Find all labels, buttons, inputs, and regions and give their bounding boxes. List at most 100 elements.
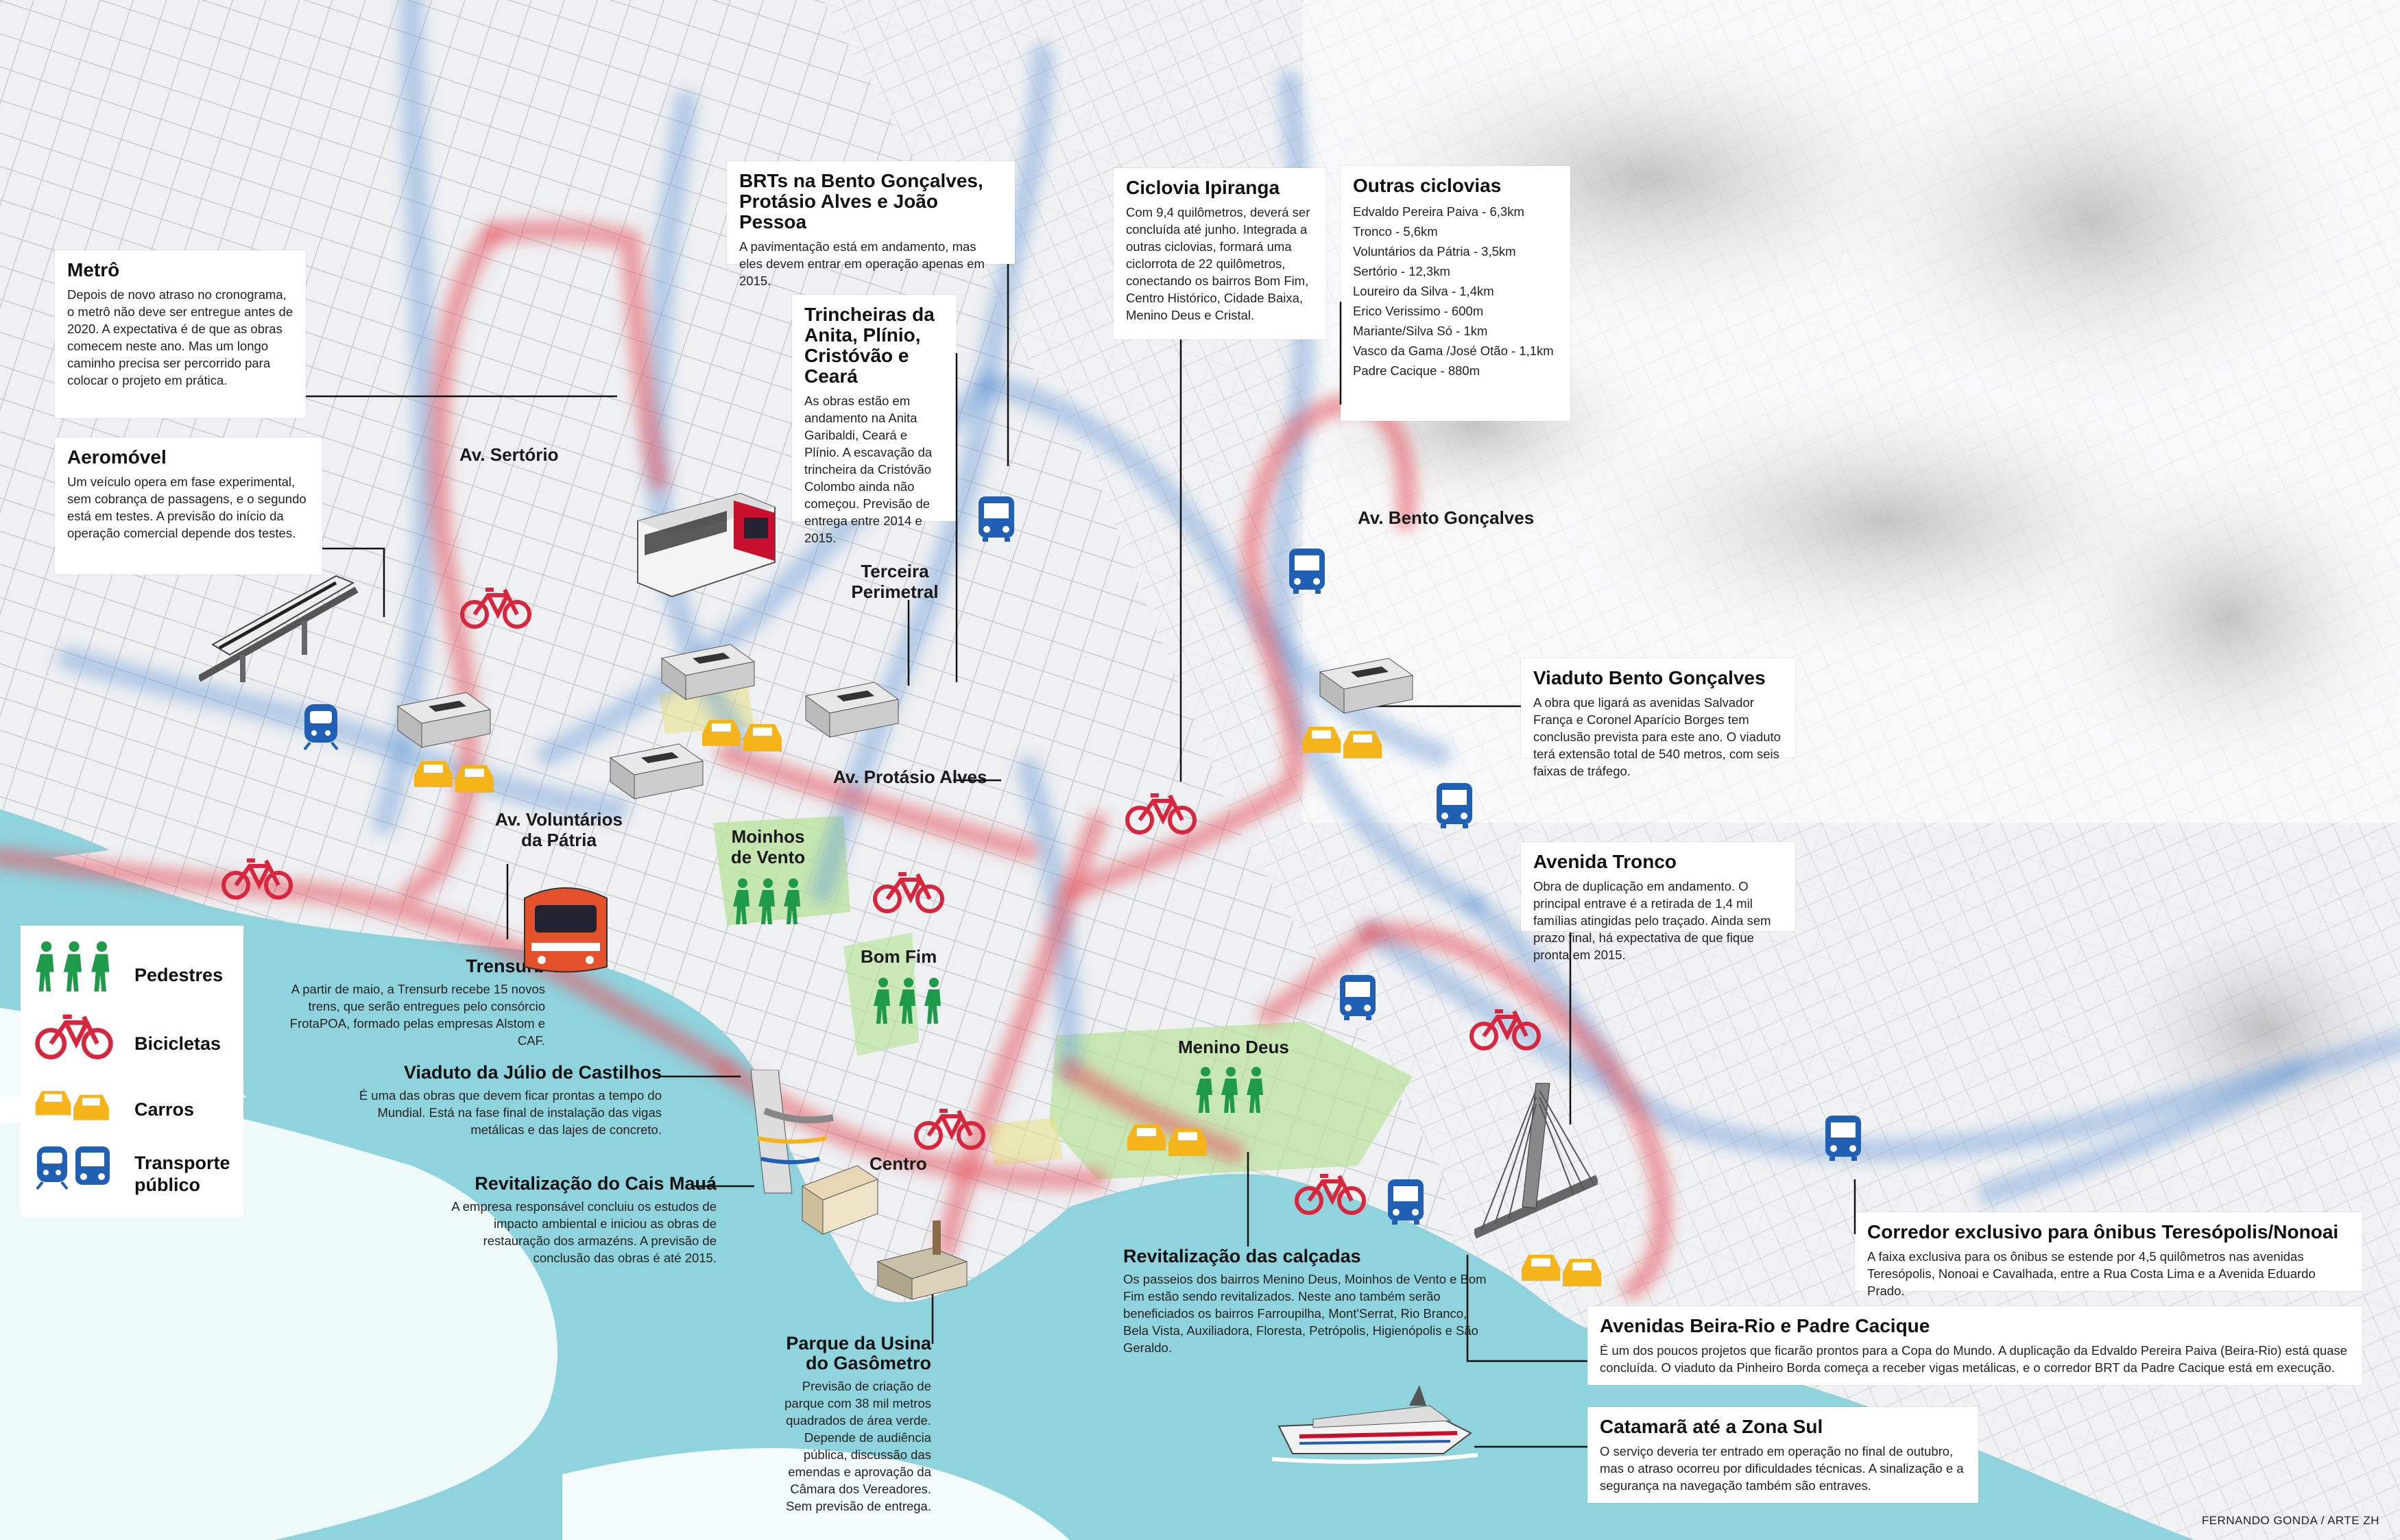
text-gasometro: Parque da Usina do Gasômetro Previsão de… [761,1334,931,1515]
legend-row-carros: Carros [33,1076,239,1138]
viaduto-bento-title: Viaduto Bento Gonçalves [1533,667,1766,688]
trensurb-train-icon [524,887,608,973]
calcadas-text: Os passeios dos bairros Menino Deus, Moi… [1123,1272,1487,1355]
credit: FERNANDO GONDA / ARTE ZH [2201,1514,2379,1527]
ciclovia-text: Com 9,4 quilômetros, deverá ser concluíd… [1126,205,1310,322]
aeromovel-train-icon [637,492,776,598]
info-box-metro: Metrô Depois de novo atraso no cronogram… [55,250,306,418]
label-bento: Av. Bento Gonçalves [1358,507,1535,528]
info-box-corredor: Corredor exclusivo para ônibus Teresópol… [1855,1212,2362,1298]
bicycle-icon [35,1014,113,1059]
label-voluntarios: Av. Voluntários da Pátria [495,809,623,850]
bridge-viaduct-icon [1474,1083,1598,1239]
brts-title: BRTs na Bento Gonçalves, Protásio Alves … [739,170,983,232]
pedestrians-icon [36,941,110,991]
text-calcadas: Revitalização das calçadas Os passeios d… [1123,1247,1487,1356]
outras-item: Mariante/Silva Só - 1km [1353,324,1488,338]
label-sertorio: Av. Sertório [459,444,559,465]
metro-title: Metrô [67,259,120,280]
label-menino: Menino Deus [1178,1037,1289,1057]
bicycle-icon [460,588,531,629]
bicycle-icon [221,858,293,900]
trench-icon [396,692,492,748]
bus-icon [979,496,1014,542]
info-box-viaduto-bento: Viaduto Bento Gonçalves A obra que ligar… [1521,658,1795,778]
outras-item: Edvaldo Pereira Paiva - 6,3km [1353,204,1524,219]
legend-row-bicicletas: Bicicletas [33,1008,239,1070]
bicycle-icon [1125,793,1197,834]
outras-item: Tronco - 5,6km [1353,224,1438,239]
trincheiras-title: Trincheiras da Anita, Plínio, Cristóvão … [804,304,935,387]
outras-title: Outras ciclovias [1353,175,1502,196]
legend-transporte-label: Transporte público [134,1153,230,1195]
hills [1269,0,2400,1166]
legend-row-transporte: Transporte público [33,1144,239,1205]
text-cais: Revitalização do Cais Mauá A empresa res… [435,1174,717,1266]
outras-item: Voluntários da Pátria - 3,5km [1353,244,1516,258]
pedestrians-icon [1196,1067,1263,1113]
info-box-catamara: Catamarã até a Zona Sul O serviço deveri… [1587,1407,1978,1503]
outras-item: Erico Verissimo - 600m [1353,304,1484,318]
viaduto-bento-text: A obra que ligará as avenidas Salvador F… [1533,695,1781,778]
trench-icon [1319,658,1414,714]
metro-text: Depois de novo atraso no cronograma, o m… [67,287,293,387]
aeromovel-elevated-icon [199,575,359,682]
info-box-beira-rio: Avenidas Beira-Rio e Padre Cacique É um … [1587,1306,2362,1385]
cars-icon [1302,727,1382,758]
trensurb-title: Trensurb [466,956,545,976]
corredor-text: A faixa exclusiva para os ônibus se este… [1867,1249,2316,1298]
bus-icon [1340,975,1376,1020]
cars-icon [1522,1255,1601,1286]
label-moinhos: Moinhos de Vento [730,826,806,867]
tronco-title: Avenida Tronco [1533,851,1677,872]
brts-text: A pavimentação está em andamento, mas el… [739,239,985,288]
beira-rio-text: É um dos poucos projetos que ficarão pro… [1600,1343,2348,1375]
outras-item: Vasco da Gama /José Otão - 1,1km [1353,344,1554,358]
bus-icon [1825,1116,1861,1161]
info-box-ciclovia-ipiranga: Ciclovia Ipiranga Com 9,4 quilômetros, d… [1114,168,1326,339]
pedestrians-icon [874,978,941,1024]
catamara-title: Catamarã até a Zona Sul [1600,1416,1823,1437]
trincheiras-text: As obras estão em andamento na Anita Gar… [804,394,933,545]
legend-pedestres-label: Pedestres [134,965,224,985]
transit-icon [36,1146,110,1190]
bus-icon [1289,549,1325,594]
corredor-title: Corredor exclusivo para ônibus Teresópol… [1867,1221,2339,1242]
calcadas-title: Revitalização das calçadas [1123,1246,1361,1266]
cars-icon [1127,1124,1207,1156]
label-protasio: Av. Protásio Alves [833,767,987,787]
julio-title: Viaduto da Júlio de Castilhos [403,1062,662,1083]
gasometro-text: Previsão de criação de parque com 38 mil… [784,1379,931,1513]
outras-list: Edvaldo Pereira Paiva - 6,3km Tronco - 5… [1353,202,1558,381]
catamara-text: O serviço deveria ter entrado em operaçã… [1600,1444,1964,1493]
bicycle-icon [873,872,944,913]
outras-item: Padre Cacique - 880m [1353,363,1480,378]
cais-text: A empresa responsável concluiu os estudo… [451,1199,717,1265]
bicycle-icon [1469,1009,1541,1050]
aeromovel-text: Um veículo opera em fase experimental, s… [67,474,307,540]
bike-routes [0,219,1672,1299]
legend: Pedestres Bicicletas Carros Transporte p… [21,926,243,1217]
outras-item: Sertório - 12,3km [1353,264,1450,278]
trench-icon [609,743,704,799]
gasometro-building-icon [876,1220,968,1300]
train-icon [303,704,339,751]
catamaran-icon [1272,1385,1478,1464]
trensurb-text: A partir de maio, a Trensurb recebe 15 n… [289,982,545,1048]
label-centro: Centro [869,1153,927,1174]
info-box-outras-ciclovias: Outras ciclovias Edvaldo Pereira Paiva -… [1341,166,1570,421]
beira-rio-title: Avenidas Beira-Rio e Padre Cacique [1600,1315,1930,1336]
outras-item: Loureiro da Silva - 1,4km [1353,284,1494,298]
label-terceira: Terceira Perimetral [851,561,939,602]
trench-icon [660,644,756,700]
julio-text: É uma das obras que devem ficar prontas … [359,1088,662,1137]
cars-icon [414,761,494,793]
ciclovia-title: Ciclovia Ipiranga [1126,177,1280,198]
bus-icon [1437,783,1472,828]
cars-icon [702,720,782,751]
legend-row-pedestres: Pedestres [33,939,239,1001]
tronco-text: Obra de duplicação em andamento. O princ… [1533,879,1771,962]
bus-icon [1388,1179,1424,1225]
text-julio: Viaduto da Júlio de Castilhos É uma das … [353,1063,662,1138]
